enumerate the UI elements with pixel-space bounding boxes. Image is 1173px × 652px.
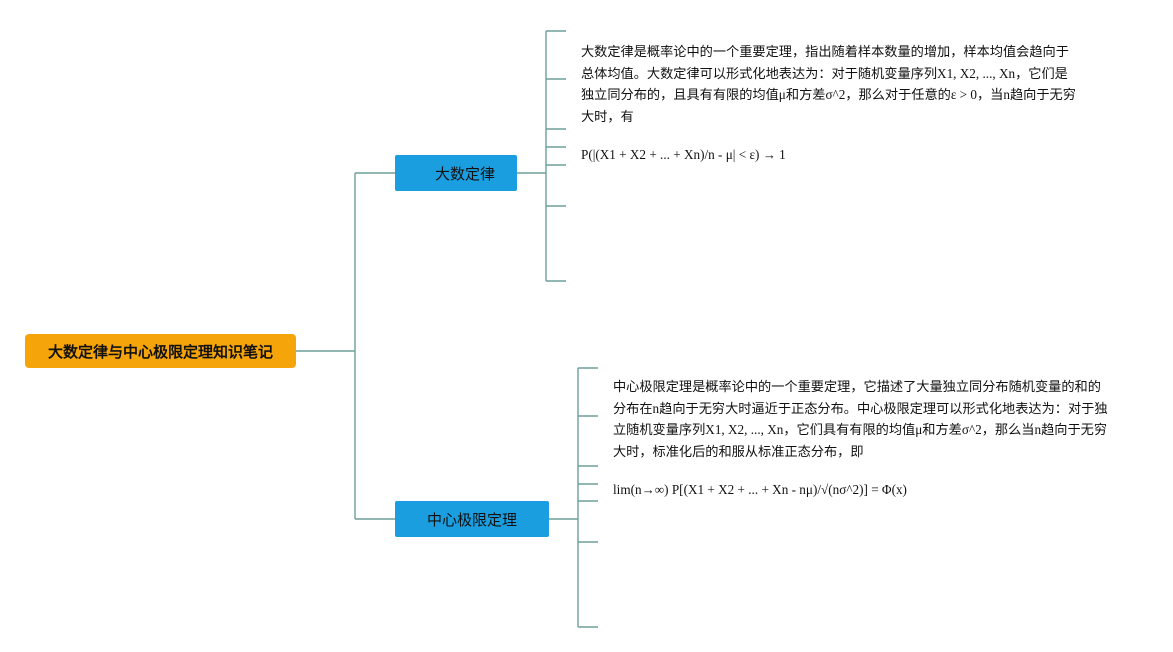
root-topic[interactable]: 大数定律与中心极限定理知识笔记 xyxy=(25,334,296,368)
topic-large-numbers[interactable]: 大数定律 xyxy=(395,155,517,191)
topic-central-limit-label: 中心极限定理 xyxy=(426,510,517,529)
note-central-limit-formula: lim(n→∞) P[(X1 + X2 + ... + Xn - nμ)/√(n… xyxy=(613,482,907,497)
note-large-numbers-text: 大数定律是概率论中的一个重要定理，指出随着样本数量的增加，样本均值会趋向于总体均… xyxy=(581,44,1076,124)
note-central-limit-text: 中心极限定理是概率论中的一个重要定理，它描述了大量独立同分布随机变量的和的分布在… xyxy=(613,379,1108,459)
note-large-numbers-formula: P(|(X1 + X2 + ... + Xn)/n - μ| < ε) → 1 xyxy=(581,147,786,162)
root-topic-label: 大数定律与中心极限定理知识笔记 xyxy=(47,342,273,361)
note-central-limit: 中心极限定理是概率论中的一个重要定理，它描述了大量独立同分布随机变量的和的分布在… xyxy=(613,376,1108,501)
topic-central-limit[interactable]: 中心极限定理 xyxy=(395,501,549,537)
note-large-numbers: 大数定律是概率论中的一个重要定理，指出随着样本数量的增加，样本均值会趋向于总体均… xyxy=(581,41,1076,166)
topic-large-numbers-label: 大数定律 xyxy=(434,164,495,183)
